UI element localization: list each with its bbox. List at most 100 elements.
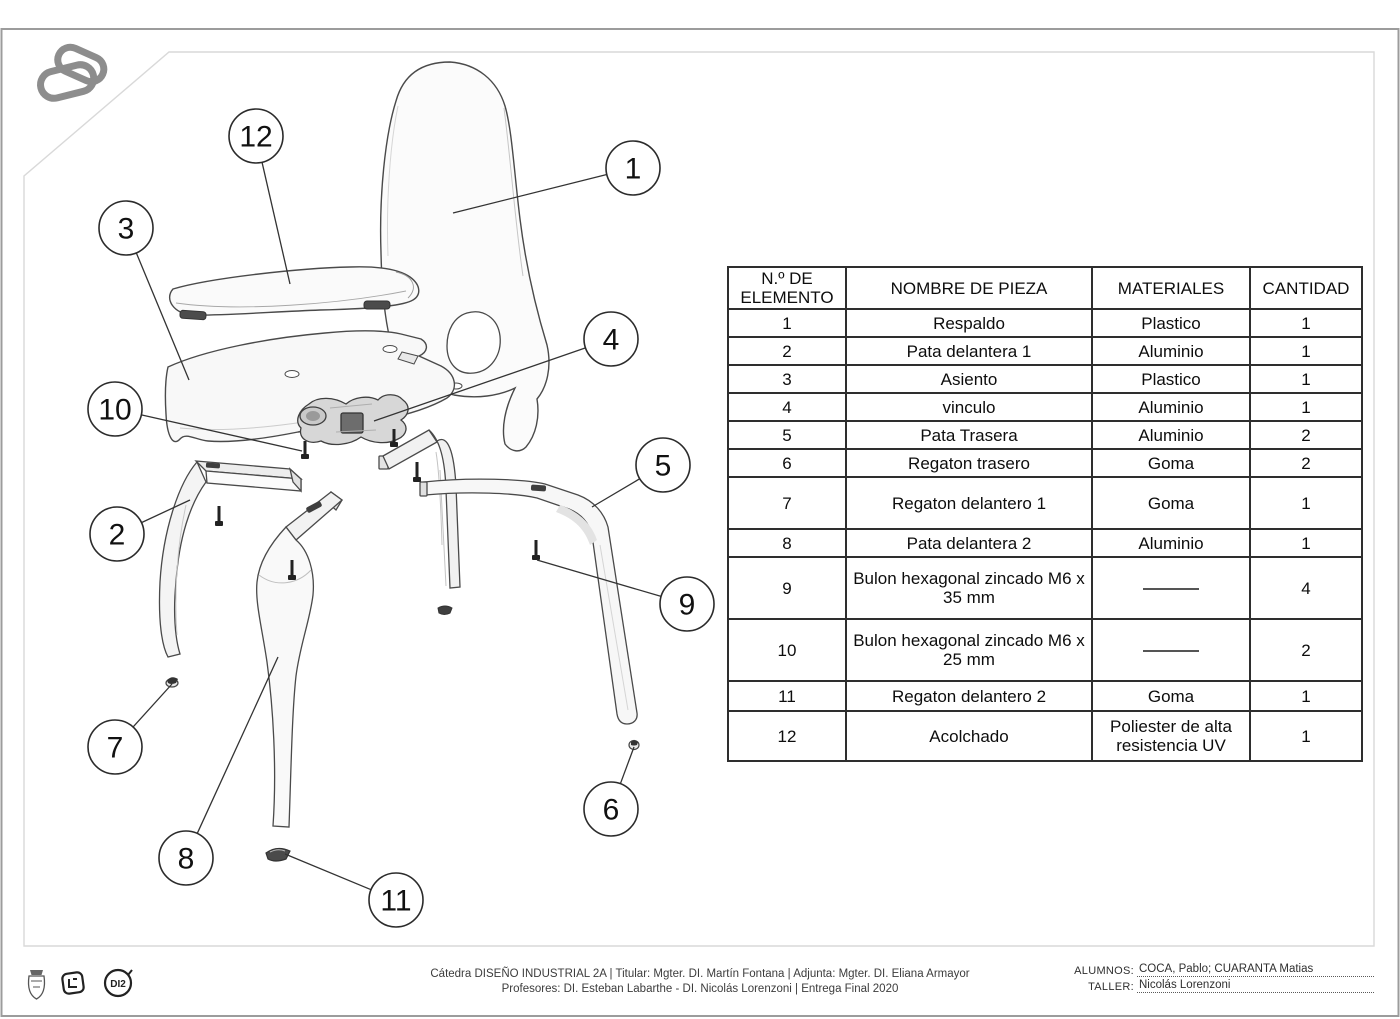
bom-cell: Respaldo (845, 308, 1093, 339)
part-regaton-delantero-2 (265, 847, 291, 862)
bom-cell: Aluminio (1091, 528, 1251, 559)
bom-cell: Pata Trasera (845, 420, 1093, 451)
no-material-dash (1143, 588, 1199, 591)
bom-cell: Bulon hexagonal zincado M6 x 35 mm (845, 556, 1093, 621)
callout-balloon-8 (158, 830, 214, 886)
bom-header-cell: NOMBRE DE PIEZA (845, 265, 1093, 311)
part-vinculo (297, 394, 409, 446)
bom-cell: 1 (1249, 392, 1363, 423)
bom-cell: 6 (727, 448, 847, 479)
callout-balloon-6 (583, 781, 639, 837)
unc-crest-logo (27, 970, 46, 1000)
school-logo (37, 43, 108, 102)
workshop-label: TALLER: (1088, 981, 1134, 993)
callout-number-11: 11 (380, 885, 411, 918)
bolt-m6x35 (288, 560, 296, 580)
callout-number-4: 4 (603, 324, 620, 357)
bom-cell: 12 (727, 710, 847, 763)
bom-cell: 1 (1249, 680, 1363, 713)
bom-cell: 4 (727, 392, 847, 423)
callout-balloon-9 (659, 576, 715, 632)
inner-frame (23, 51, 1375, 947)
bom-cell: 5 (727, 420, 847, 451)
bom-cell: Aluminio (1091, 336, 1251, 367)
part-pata-trasera-a (378, 429, 461, 615)
callout-leader-12 (261, 162, 291, 285)
bom-cell: Regaton trasero (845, 448, 1093, 479)
part-pata-delantera-2 (256, 491, 344, 828)
students-row: ALUMNOS: COCA, Pablo; CUARANTA Matias (1058, 963, 1374, 977)
part-bulones (215, 429, 540, 580)
bom-header-cell: MATERIALES (1091, 265, 1251, 311)
part-acolchado (168, 266, 420, 321)
credits-line-2: Profesores: DI. Esteban Labarthe - DI. N… (501, 983, 899, 995)
workshop-row: TALLER: Nicolás Lorenzoni (1058, 979, 1374, 993)
bom-cell: Regaton delantero 1 (845, 476, 1093, 531)
bom-cell: Bulon hexagonal zincado M6 x 25 mm (845, 618, 1093, 683)
callout-balloon-3 (98, 200, 154, 256)
bom-cell: Pata delantera 1 (845, 336, 1093, 367)
bom-cell: Goma (1091, 476, 1251, 531)
bom-cell: 1 (1249, 528, 1363, 559)
bom-header-cell: CANTIDAD (1249, 265, 1363, 311)
callout-leader-10 (141, 414, 303, 452)
bom-cell: 3 (727, 364, 847, 395)
callout-leader-9 (536, 559, 662, 598)
no-material-dash (1143, 650, 1199, 653)
di2-badge-logo: DI2 (103, 968, 133, 998)
callout-leader-7 (132, 683, 173, 728)
callout-leader-5 (591, 478, 641, 508)
bom-cell: Aluminio (1091, 392, 1251, 423)
bom-cell: 9 (727, 556, 847, 621)
callout-leader-2 (141, 499, 191, 524)
bom-cell: 7 (727, 476, 847, 531)
callout-number-2: 2 (109, 519, 126, 552)
bom-cell: 2 (1249, 618, 1363, 683)
callout-number-7: 7 (107, 732, 124, 765)
bom-cell: Goma (1091, 680, 1251, 713)
bom-cell: 10 (727, 618, 847, 683)
part-pata-trasera-b (419, 478, 638, 725)
callout-number-1: 1 (625, 153, 642, 186)
students-value: COCA, Pablo; CUARANTA Matias (1137, 963, 1374, 977)
bom-cell: 2 (1249, 448, 1363, 479)
workshop-value: Nicolás Lorenzoni (1137, 979, 1374, 993)
callout-balloon-10 (87, 381, 143, 437)
callout-balloon-7 (87, 719, 143, 775)
bom-cell: 11 (727, 680, 847, 713)
bom-cell: 1 (1249, 476, 1363, 531)
bom-header-cell: N.º DE ELEMENTO (727, 265, 847, 311)
callout-number-3: 3 (118, 213, 135, 246)
bom-cell: 1 (727, 308, 847, 339)
bom-cell: Poliester de alta resistencia UV (1091, 710, 1251, 763)
bolt-m6x35 (532, 540, 540, 560)
callout-leader-8 (196, 656, 279, 834)
callout-leader-4 (373, 347, 586, 422)
callout-number-10: 10 (98, 394, 131, 427)
part-regaton-trasero (628, 739, 640, 751)
bolt-m6x35 (215, 506, 223, 526)
outer-frame (0, 28, 1400, 1017)
callout-balloon-11 (368, 872, 424, 928)
callout-balloon-1 (605, 140, 661, 196)
bom-cell: 1 (1249, 336, 1363, 367)
bom-cell: Pata delantera 2 (845, 528, 1093, 559)
bolt-m6x35 (413, 462, 421, 482)
bom-cell: 1 (1249, 308, 1363, 339)
bolt-m6x25 (301, 441, 309, 459)
